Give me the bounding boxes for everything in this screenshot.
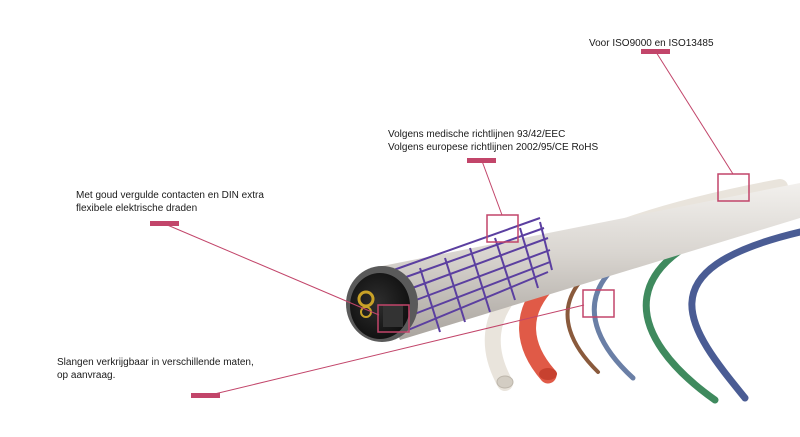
annotation-gold-line1: Met goud vergulde contacten en DIN extra — [76, 190, 264, 201]
annotation-iso: Voor ISO9000 en ISO13485 — [589, 37, 714, 50]
marker-sizes — [191, 393, 220, 398]
leader-iso — [655, 51, 734, 175]
annotation-eec-line1: Volgens medische richtlijnen 93/42/EEC — [388, 129, 566, 140]
annotation-eec-line2: Volgens europese richtlijnen 2002/95/CE … — [388, 142, 599, 153]
annotation-sizes-line1: Slangen verkrijgbaar in verschillende ma… — [57, 357, 254, 368]
callout-box-sizes — [582, 289, 615, 318]
leader-gold — [164, 223, 380, 316]
leader-sizes — [205, 304, 585, 397]
annotation-eec: Volgens medische richtlijnen 93/42/EEC V… — [388, 128, 598, 154]
marker-iso — [641, 49, 670, 54]
annotation-sizes-line2: op aanvraag. — [57, 370, 116, 381]
marker-gold — [150, 221, 179, 226]
marker-eec — [467, 158, 496, 163]
callout-box-iso — [717, 173, 750, 202]
callout-box-eec — [486, 214, 519, 243]
leader-eec — [481, 160, 503, 216]
tube-navy — [688, 228, 800, 402]
tube-red-end — [539, 368, 557, 380]
annotation-sizes: Slangen verkrijgbaar in verschillende ma… — [57, 356, 254, 382]
callout-box-gold — [377, 304, 410, 333]
annotation-gold: Met goud vergulde contacten en DIN extra… — [76, 189, 264, 215]
tube-white-end — [496, 375, 514, 389]
annotation-iso-line1: Voor ISO9000 en ISO13485 — [589, 38, 714, 49]
connector-pin-block — [383, 305, 403, 327]
annotation-gold-line2: flexibele elektrische draden — [76, 203, 198, 214]
